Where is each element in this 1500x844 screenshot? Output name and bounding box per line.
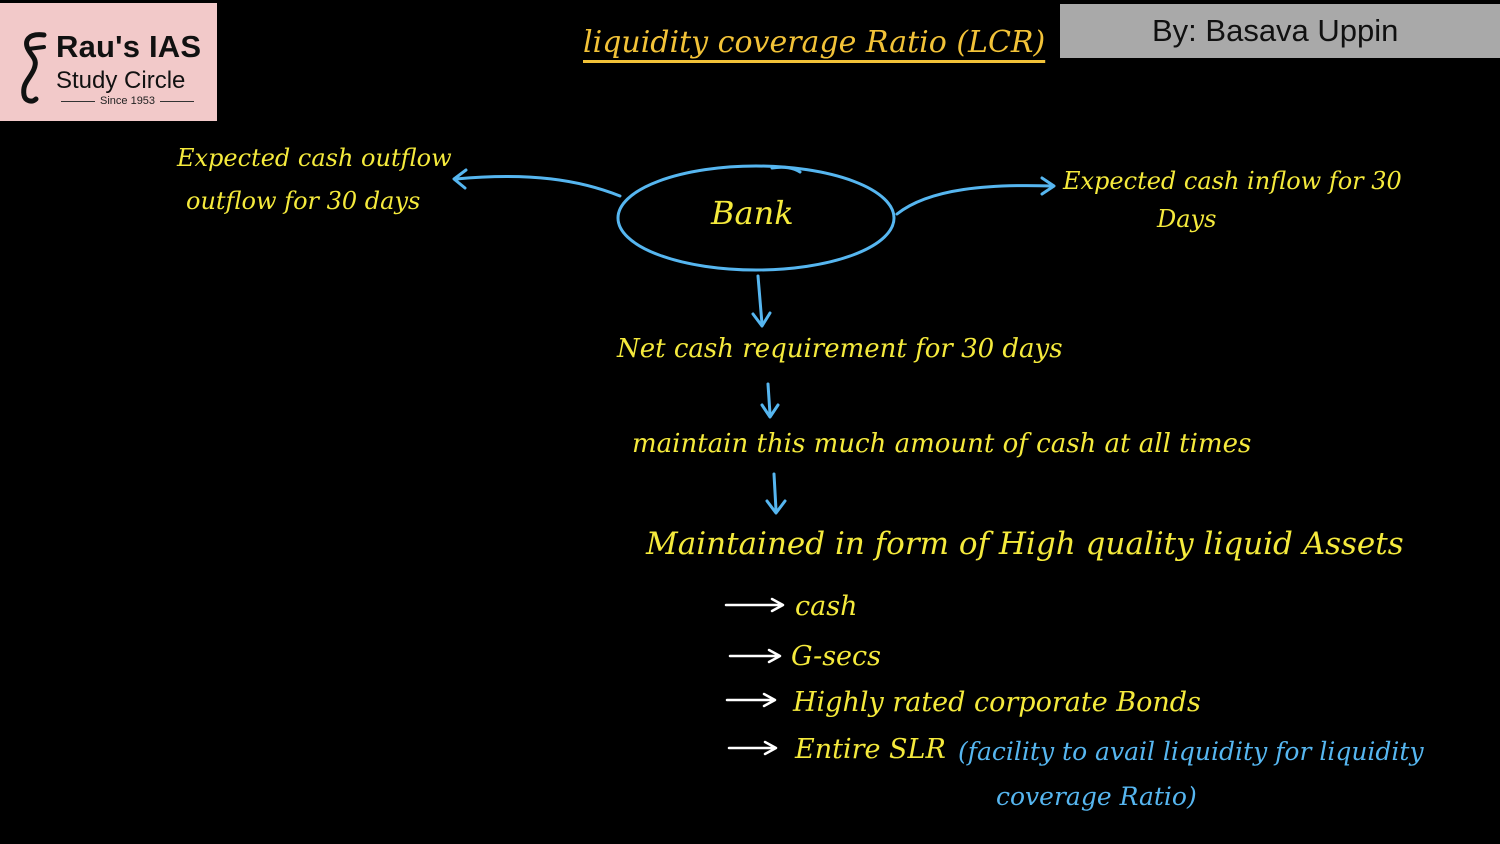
- item-arrow-3: [725, 692, 777, 708]
- logo-subtitle: Study Circle: [56, 67, 186, 94]
- inflow-text-line2: Days: [1157, 205, 1217, 233]
- down-arrow-3: [772, 472, 778, 512]
- hqla-item-corporate-bonds: Highly rated corporate Bonds: [793, 687, 1201, 718]
- bank-node-ellipse: [616, 164, 896, 272]
- step-hqla: Maintained in form of High quality liqui…: [646, 526, 1404, 562]
- hqla-item-cash: cash: [795, 591, 858, 622]
- inflow-arrow: [895, 184, 1054, 216]
- slr-note-line1: (facility to avail liquidity for liquidi…: [958, 737, 1424, 766]
- item-arrow-2: [728, 648, 782, 664]
- down-arrow-1-head: [751, 311, 772, 328]
- logo-mark-icon: [21, 32, 47, 104]
- down-arrow-2-head: [760, 403, 780, 419]
- rau-ias-logo: Rau's IAS Study Circle Since 1953: [0, 3, 217, 121]
- slr-note-line2: coverage Ratio): [996, 782, 1197, 811]
- outflow-text-line2: outflow for 30 days: [186, 187, 421, 215]
- bank-node-label: Bank: [711, 194, 794, 232]
- item-arrow-4: [727, 740, 778, 756]
- inflow-text-line1: Expected cash inflow for 30: [1063, 167, 1402, 195]
- down-arrow-1: [756, 274, 764, 326]
- outflow-arrow-head: [452, 168, 468, 190]
- logo-since: Since 1953: [56, 95, 196, 107]
- step-net-cash-requirement: Net cash requirement for 30 days: [617, 334, 1063, 364]
- outflow-arrow: [454, 174, 622, 198]
- bank-ellipse-overlap: [770, 165, 802, 174]
- hqla-item-entire-slr: Entire SLR: [795, 734, 946, 765]
- outflow-text-line1: Expected cash outflow: [177, 144, 452, 172]
- hqla-item-gsecs: G-secs: [791, 641, 882, 672]
- diagram-title: liquidity coverage Ratio (LCR): [583, 25, 1046, 60]
- step-maintain-cash: maintain this much amount of cash at all…: [632, 429, 1252, 459]
- item-arrow-1: [724, 597, 785, 613]
- down-arrow-3-head: [765, 499, 787, 515]
- author-banner: By: Basava Uppin: [1060, 4, 1500, 58]
- down-arrow-2: [766, 382, 772, 416]
- inflow-arrow-head: [1040, 176, 1056, 196]
- logo-name: Rau's IAS: [56, 29, 202, 64]
